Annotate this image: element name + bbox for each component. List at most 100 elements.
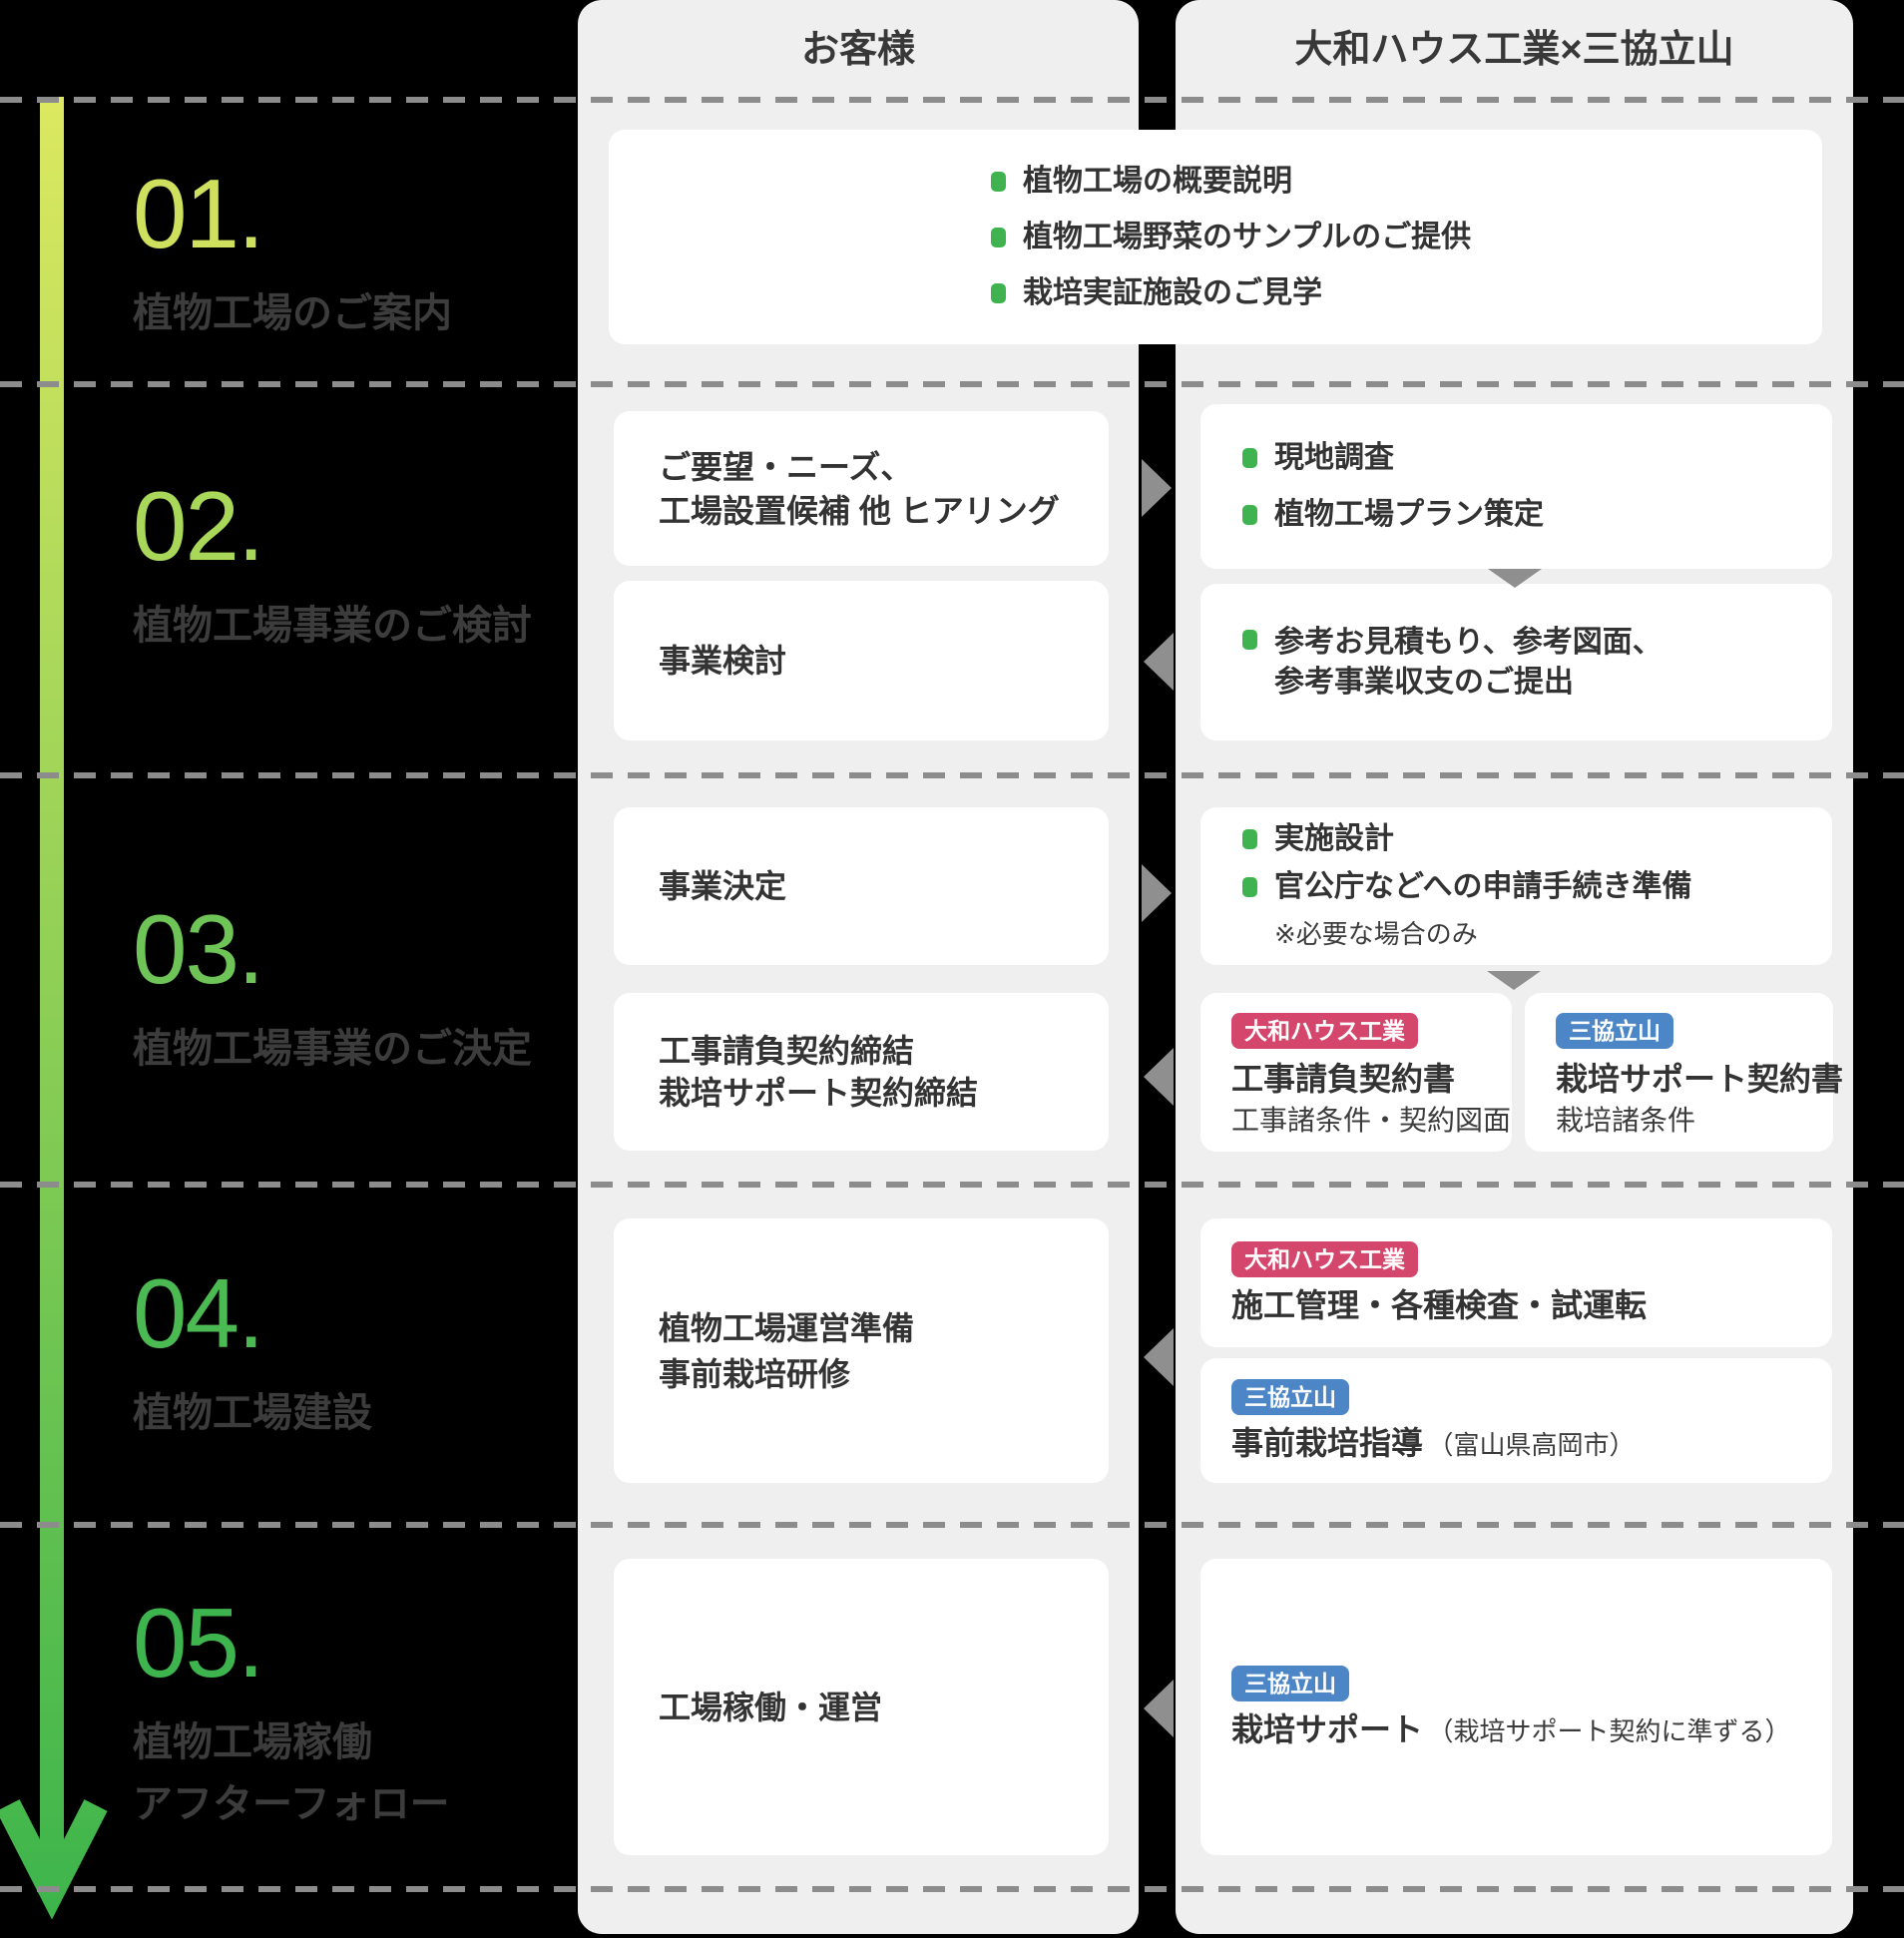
daiwa-badge: 大和ハウス工業 [1231, 1241, 1418, 1277]
step-01-label: 植物工場のご案内 [133, 291, 452, 335]
arrow-left-icon [1144, 1048, 1174, 1106]
card-title-row: 事前栽培指導 （富山県高岡市） [1231, 1424, 1832, 1462]
step-02-company-proposal-card: 参考お見積もり、参考図面、 参考事業収支のご提出 [1200, 584, 1832, 740]
step-04-label: 植物工場建設 [133, 1391, 372, 1435]
arrow-left-icon [1144, 633, 1174, 691]
card-text-line: 栽培サポート契約締結 [659, 1075, 979, 1111]
bullet-square-icon [1242, 829, 1257, 849]
step-03-customer-contract-card: 工事請負契約締結 栽培サポート契約締結 [614, 993, 1109, 1151]
card-text-line: 事前栽培研修 [659, 1355, 851, 1392]
step-02-customer-review-card: 事業検討 [614, 581, 1109, 740]
step-03-company-design-card: 実施設計 官公庁などへの申請手続き準備 ※必要な場合のみ [1200, 807, 1832, 965]
arrow-down-icon [1488, 569, 1542, 588]
bullet-square-icon [1242, 448, 1257, 468]
bullet-square-icon [991, 227, 1006, 247]
bullet-square-icon [1242, 877, 1257, 897]
customer-column-header: お客様 [800, 29, 915, 71]
dashed-divider [0, 1182, 1904, 1188]
card-title-note: （富山県高岡市） [1427, 1430, 1636, 1460]
dashed-divider [0, 1886, 1904, 1892]
step-02-label: 植物工場事業のご検討 [133, 604, 532, 648]
step-04-daiwa-construction-card: 大和ハウス工業 施工管理・各種検査・試運転 [1200, 1218, 1832, 1347]
dashed-divider [0, 97, 1904, 103]
step-05-sankyo-support-card: 三協立山 栽培サポート （栽培サポート契約に準ずる） [1200, 1559, 1832, 1855]
card-title: 施工管理・各種検査・試運転 [1231, 1287, 1648, 1323]
list-item: 参考お見積もり、参考図面、 参考事業収支のご提出 [1242, 623, 1832, 703]
card-text-line: 事業検討 [659, 643, 787, 679]
bullet-square-icon [991, 282, 1006, 303]
step-01: 01. 植物工場のご案内 [133, 165, 452, 344]
card-title: 栽培サポート [1231, 1711, 1424, 1747]
list-item: 植物工場野菜のサンプルのご提供 [991, 221, 1822, 254]
step-05-label-line1: 植物工場稼働 [133, 1720, 372, 1764]
step-03-daiwa-contract-card: 大和ハウス工業 工事請負契約書 工事諸条件・契約図面 [1200, 993, 1512, 1152]
arrow-down-icon [1487, 971, 1541, 990]
bullet-label: 植物工場の概要説明 [1023, 164, 1292, 198]
step-04: 04. 植物工場建設 [133, 1264, 372, 1444]
step-01-number: 01. [133, 159, 264, 268]
bullet-label: 栽培実証施設のご見学 [1023, 275, 1322, 309]
step-02-customer-hearing-card: ご要望・ニーズ、 工場設置候補 他 ヒアリング [614, 411, 1109, 566]
dashed-divider [0, 1522, 1904, 1528]
bullet-label: 植物工場野菜のサンプルのご提供 [1023, 220, 1472, 253]
bullet-label: 実施設計 [1274, 822, 1394, 855]
company-column-header: 大和ハウス工業×三協立山 [1294, 29, 1734, 71]
card-text-line: 事業決定 [659, 868, 787, 904]
dashed-divider [0, 381, 1904, 387]
bullet-label-line1: 参考お見積もり、参考図面、 [1274, 625, 1663, 659]
step-03-number: 03. [133, 894, 264, 1004]
card-text-line: 工場稼働・運営 [659, 1689, 883, 1725]
step-04-sankyo-training-card: 三協立山 事前栽培指導 （富山県高岡市） [1200, 1358, 1832, 1483]
list-item: 現地調査 [1242, 441, 1832, 475]
timeline-arrow [0, 97, 108, 1920]
bullet-label: 植物工場プラン策定 [1274, 498, 1544, 531]
sankyo-badge: 三協立山 [1556, 1013, 1673, 1049]
step-05-customer-operation-card: 工場稼働・運営 [614, 1559, 1109, 1855]
bullet-square-icon [1242, 629, 1257, 650]
bullet-label: 現地調査 [1274, 441, 1394, 474]
bullet-label: 官公庁などへの申請手続き準備 [1274, 870, 1692, 903]
step-05-label: 植物工場稼働 アフターフォロー [133, 1711, 450, 1835]
step-01-info-card: 植物工場の概要説明 植物工場野菜のサンプルのご提供 栽培実証施設のご見学 [609, 130, 1822, 344]
arrow-right-icon [1142, 459, 1172, 517]
list-item: 実施設計 [1242, 822, 1832, 856]
step-05-label-line2: アフターフォロー [133, 1782, 450, 1826]
step-03-label: 植物工場事業のご決定 [133, 1027, 532, 1071]
card-text-line: 工場設置候補 他 ヒアリング [659, 492, 1060, 529]
card-title-note: （栽培サポート契約に準ずる） [1427, 1716, 1791, 1746]
arrow-left-icon [1144, 1680, 1174, 1737]
step-05: 05. 植物工場稼働 アフターフォロー [133, 1594, 450, 1835]
sankyo-badge: 三協立山 [1231, 1379, 1349, 1415]
card-text-line: 植物工場運営準備 [659, 1309, 915, 1346]
step-03-customer-decision-card: 事業決定 [614, 807, 1109, 965]
dashed-divider [0, 772, 1904, 778]
card-title: 工事請負契約書 [1231, 1061, 1456, 1097]
step-03: 03. 植物工場事業のご決定 [133, 900, 532, 1080]
step-04-number: 04. [133, 1258, 264, 1368]
step-03-sankyo-contract-card: 三協立山 栽培サポート契約書 栽培諸条件 [1525, 993, 1844, 1152]
step-02-company-survey-card: 現地調査 植物工場プラン策定 [1200, 404, 1832, 569]
card-title-row: 栽培サポート （栽培サポート契約に準ずる） [1231, 1710, 1832, 1748]
card-text-line: 工事請負契約締結 [659, 1033, 915, 1069]
list-item: 栽培実証施設のご見学 [991, 276, 1822, 310]
card-subtitle: 栽培諸条件 [1556, 1105, 1696, 1136]
card-title: 事前栽培指導 [1231, 1425, 1424, 1461]
list-item: 植物工場の概要説明 [991, 165, 1822, 199]
card-title: 栽培サポート契約書 [1556, 1061, 1844, 1097]
bullet-square-icon [1242, 505, 1257, 525]
list-item: 官公庁などへの申請手続き準備 [1242, 870, 1832, 904]
bullet-label-line2: 参考事業収支のご提出 [1274, 665, 1574, 699]
arrow-left-icon [1144, 1328, 1174, 1386]
arrow-right-icon [1142, 864, 1172, 922]
step-05-number: 05. [133, 1588, 264, 1697]
list-item: 植物工場プラン策定 [1242, 498, 1832, 532]
bullet-label: 参考お見積もり、参考図面、 参考事業収支のご提出 [1274, 623, 1663, 703]
step-02: 02. 植物工場事業のご検討 [133, 477, 532, 657]
card-text-line: ご要望・ニーズ、 [659, 448, 913, 485]
daiwa-badge: 大和ハウス工業 [1231, 1013, 1418, 1049]
step-04-customer-preparation-card: 植物工場運営準備 事前栽培研修 [614, 1218, 1109, 1483]
sankyo-badge: 三協立山 [1231, 1666, 1349, 1701]
card-subtitle: 工事諸条件・契約図面 [1231, 1105, 1512, 1136]
step-02-number: 02. [133, 471, 264, 581]
